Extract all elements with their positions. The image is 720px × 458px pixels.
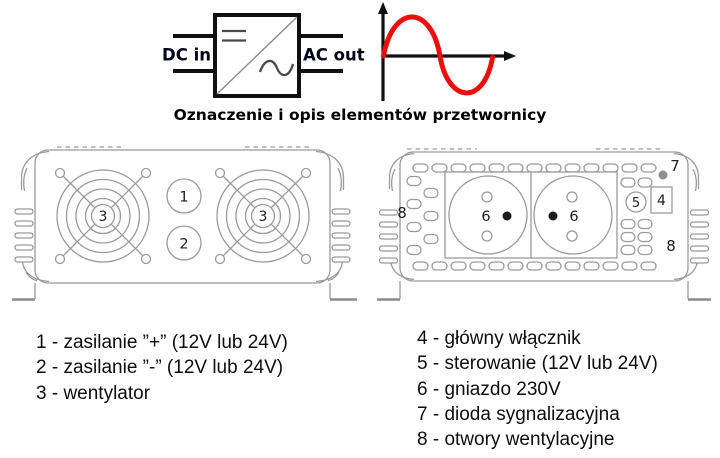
fan-right-number: 3 [259,209,268,225]
vent-cluster-right [620,177,653,256]
front-mount-flange-sides [34,283,331,299]
ac-output-wires-icon [299,34,343,73]
vent-cluster-left [406,175,439,256]
ac-sine-symbol-icon [258,59,295,77]
inverter-front-view: 3 3 1 2 [12,146,357,301]
socket-right-icon: 6 [533,175,613,255]
figure-caption: Oznaczenie i opis elementów przetwornicy [173,106,547,124]
control-input-number: 5 [632,196,640,211]
vent-row-bottom [412,261,657,271]
dc-input-wires-icon [173,34,214,73]
converter-diagonal-line [216,16,298,95]
converter-block-diagram: DC in AC out [162,13,365,98]
socket-left-earth-pin [502,211,512,221]
sine-waveform-figure [378,2,516,101]
front-endcap-bottom-left [21,261,50,283]
legend-item: 7 - dioda sygnalizacyjna [417,403,620,425]
vent-row-top [412,163,657,173]
led-number: 7 [670,157,680,175]
front-case [12,146,357,301]
terminal-minus-marker: 2 [166,225,202,261]
back-heatsink-fins-right [689,209,710,264]
front-endcap-bottom-right [315,261,344,283]
legend-item: 2 - zasilanie ”-” (12V lub 24V) [36,357,284,379]
socket-right-number: 6 [569,209,578,225]
front-heatsink-fins-right [331,208,351,263]
fan-left-number: 3 [99,209,108,225]
front-endcap-top-left [20,150,50,192]
led-indicator-icon: 7 [658,157,680,180]
ventilation-holes [406,163,657,271]
control-input-marker: 5 [625,191,647,213]
legend-item: 8 - otwory wentylacyjne [417,429,615,451]
vents-right-number: 8 [666,237,676,255]
sine-wave [381,14,495,96]
terminal-plus-number: 1 [179,190,188,206]
fan-right-icon: 3 [214,167,312,265]
legend-item: 3 - wentylator [36,382,151,404]
front-heatsink-fins-left [14,208,34,263]
legend-column-right: 4 - główny włącznik 5 - sterowanie (12V … [417,326,658,452]
socket-right-earth-pin [548,211,558,221]
legend-item: 5 - sterowanie (12V lub 24V) [417,353,658,375]
main-switch-marker: 4 [650,186,673,214]
terminal-plus-marker: 1 [166,178,202,214]
back-heatsink-fins-left [378,209,399,264]
back-endcap-top-right [673,152,700,192]
legend-column-left: 1 - zasilanie ”+” (12V lub 24V) 2 - zasi… [36,330,288,406]
inverter-back-view: 6 6 5 4 7 8 8 [377,148,711,301]
axes-icon [378,2,516,101]
ac-out-label: AC out [303,46,365,65]
back-endcap-top-left [388,152,415,192]
legend-item: 1 - zasilanie ”+” (12V lub 24V) [36,332,288,353]
socket-left-number: 6 [481,209,490,225]
back-mount-flange-sides [399,281,689,299]
socket-left-icon: 6 [448,175,528,255]
front-endcap-top-right [315,150,345,192]
fan-left-icon: 3 [54,167,152,265]
vents-left-number: 8 [397,204,407,222]
legend-item: 4 - główny włącznik [417,328,581,349]
main-switch-number: 4 [657,193,666,209]
dc-in-label: DC in [162,46,211,65]
legend-item: 6 - gniazdo 230V [417,378,561,400]
dc-symbol-icon [222,29,246,42]
terminal-minus-number: 2 [179,237,188,253]
